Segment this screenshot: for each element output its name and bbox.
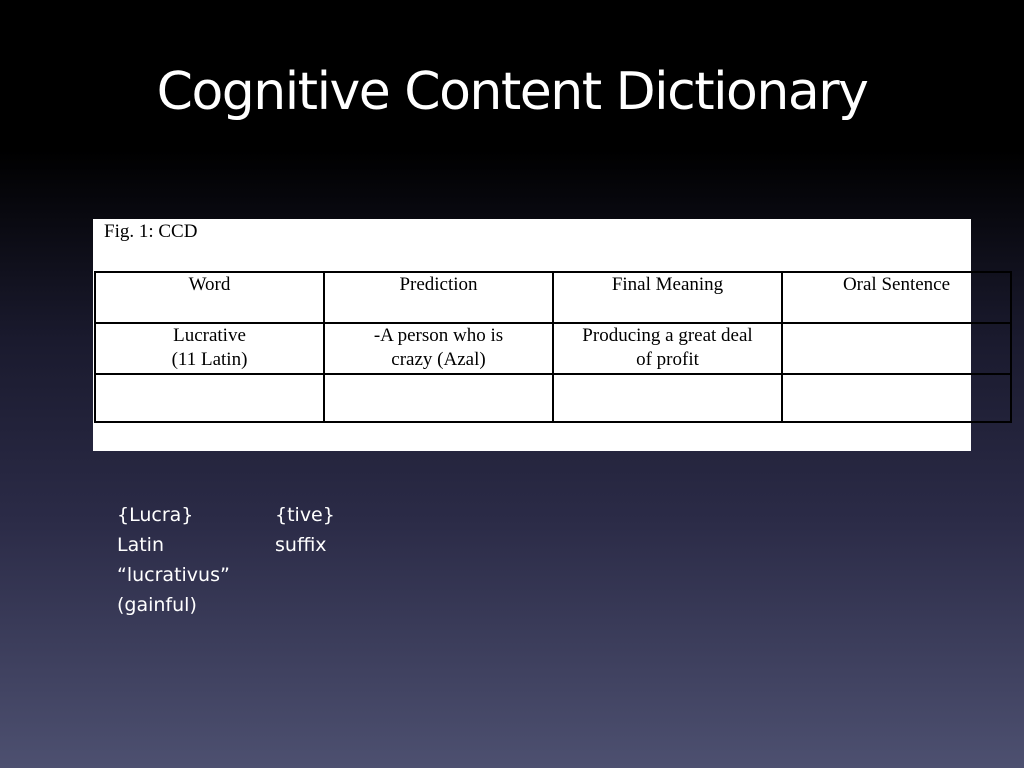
note-row: (gainful) <box>117 590 335 620</box>
cell-prediction <box>323 373 554 423</box>
note-row: “lucrativus” <box>117 560 335 590</box>
table-row <box>94 373 1012 423</box>
cell-text: crazy (Azal) <box>391 349 486 370</box>
cell-final-meaning <box>552 373 783 423</box>
header-word: Word <box>94 271 325 324</box>
note-root-origin: Latin <box>117 534 164 556</box>
note-row: Latin suffix <box>117 530 335 560</box>
cell-word <box>94 373 325 423</box>
figure-caption: Fig. 1: CCD <box>104 221 198 242</box>
note-etymon: “lucrativus” <box>117 564 230 586</box>
cell-text: of profit <box>636 349 699 370</box>
slide-title: Cognitive Content Dictionary <box>156 62 869 122</box>
header-oral-sentence: Oral Sentence <box>781 271 1012 324</box>
note-root: {Lucra} <box>117 504 194 526</box>
cell-prediction: -A person who is crazy (Azal) <box>323 322 554 375</box>
note-suffix: {tive} <box>275 504 335 526</box>
header-prediction: Prediction <box>323 271 554 324</box>
ccd-table: Word Prediction Final Meaning Oral Sente… <box>94 271 1012 423</box>
note-gloss: (gainful) <box>117 594 197 616</box>
word-notes: {Lucra} {tive} Latin suffix “lucrativus” (… <box>117 500 335 620</box>
table-row: Lucrative (11 Latin) -A person who is cr… <box>94 322 1012 375</box>
figure-panel: Fig. 1: CCD Word Prediction Final Meanin… <box>93 219 1012 451</box>
cell-word: Lucrative (11 Latin) <box>94 322 325 375</box>
header-final-meaning: Final Meaning <box>552 271 783 324</box>
cell-text: Lucrative <box>173 325 246 346</box>
cell-text: (11 Latin) <box>171 349 248 370</box>
cell-text: Producing a great deal <box>582 325 753 346</box>
cell-text: -A person who is <box>373 325 504 346</box>
cell-oral-sentence <box>781 322 1012 375</box>
cell-oral-sentence <box>781 373 1012 423</box>
note-row: {Lucra} {tive} <box>117 500 335 530</box>
table-header-row: Word Prediction Final Meaning Oral Sente… <box>94 271 1012 324</box>
cell-final-meaning: Producing a great deal of profit <box>552 322 783 375</box>
note-suffix-label: suffix <box>275 534 327 556</box>
